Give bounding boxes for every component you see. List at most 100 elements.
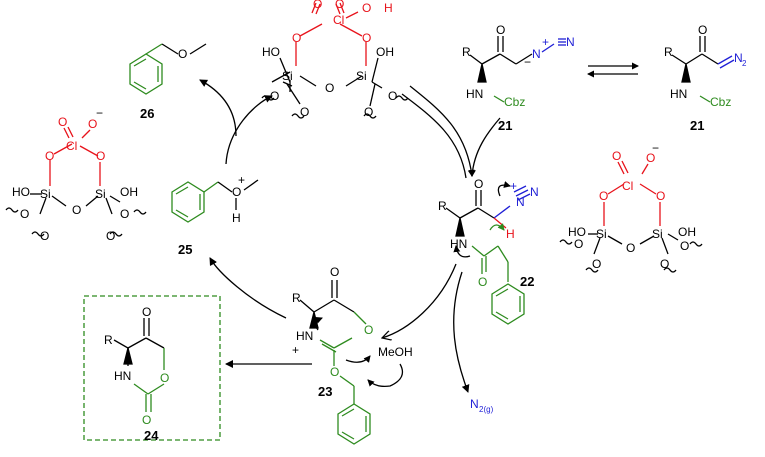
atom-o-top-10: O xyxy=(364,105,373,119)
atom-si-left-1: Si xyxy=(40,187,51,201)
catalytic-cycle-arrow-icon xyxy=(199,79,501,393)
atom-o-right-3: O xyxy=(599,189,608,203)
atom-ho-right: HO xyxy=(568,225,586,239)
atom-minus-right: − xyxy=(652,141,659,155)
atom-minus-left: − xyxy=(96,106,103,120)
product-box xyxy=(83,295,221,441)
atom-cl-left: Cl xyxy=(66,139,77,153)
atom-n2-21b-sub: 2 xyxy=(742,59,747,68)
atom-o-left-8: O xyxy=(40,229,49,243)
atom-r-24: R xyxy=(104,333,113,347)
atom-plus-23: + xyxy=(292,343,299,357)
catalyst-left xyxy=(5,126,147,237)
label-21-a: 21 xyxy=(498,118,512,133)
atom-o-top-2: O xyxy=(335,0,344,11)
label-22: 22 xyxy=(520,274,534,289)
compound-26 xyxy=(129,43,207,95)
atom-o-top-3: O xyxy=(362,1,371,15)
catalyst-right xyxy=(559,160,703,273)
atom-o-22-2: O xyxy=(478,275,487,289)
atom-o-top-7: O xyxy=(270,89,279,103)
atom-o-right-2: O xyxy=(646,151,655,165)
atom-oh-left: OH xyxy=(120,185,138,199)
atom-n-21a-1: N xyxy=(532,47,541,61)
atom-cbz-21b: Cbz xyxy=(710,95,731,109)
atom-hn-21a: HN xyxy=(466,87,483,101)
atom-o-right-8: O xyxy=(592,257,601,271)
atom-o-21b: O xyxy=(698,23,707,37)
compound-21-b xyxy=(671,36,735,103)
atom-o-24-3: O xyxy=(142,413,151,427)
atom-o-top-4: O xyxy=(292,31,301,45)
atom-si-right-2: Si xyxy=(652,227,663,241)
atom-o-left-1: O xyxy=(58,115,67,129)
compound-23 xyxy=(299,280,404,445)
atom-plus-25: + xyxy=(238,173,245,187)
label-25: 25 xyxy=(178,242,192,257)
atom-hn-21b: HN xyxy=(670,87,687,101)
label-26: 26 xyxy=(140,106,154,121)
atom-si-top-1: Si xyxy=(282,69,293,83)
equilibrium-arrow-icon xyxy=(587,62,639,78)
atom-si-left-2: Si xyxy=(95,187,106,201)
atom-oh-top: OH xyxy=(376,45,394,59)
atom-ho-left: HO xyxy=(12,185,30,199)
atom-o-right-9: O xyxy=(660,257,669,271)
atom-oh-right: OH xyxy=(678,225,696,239)
catalyst-top xyxy=(261,2,409,119)
atom-o-left-6: O xyxy=(20,207,29,221)
atom-hn-24: HN xyxy=(114,369,131,383)
atom-o-right-7: O xyxy=(680,239,689,253)
atom-o-26: O xyxy=(178,47,187,61)
compound-24 xyxy=(113,318,165,412)
atom-o-24: O xyxy=(142,305,151,319)
atom-n2-gas-sub: 2(g) xyxy=(479,405,494,414)
atom-minus-21a: − xyxy=(524,55,531,69)
atom-cbz-21a: Cbz xyxy=(504,95,525,109)
atom-o-right-6: O xyxy=(574,237,583,251)
label-21-b: 21 xyxy=(690,118,704,133)
atom-r-21a: R xyxy=(462,45,471,59)
atom-o-left-7: O xyxy=(120,207,129,221)
compound-21-a xyxy=(469,36,566,103)
atom-o-left-3: O xyxy=(45,149,54,163)
atom-si-top-2: Si xyxy=(356,69,367,83)
atom-h-top: H xyxy=(384,1,393,15)
atom-ho-top: HO xyxy=(262,45,280,59)
atom-n2-gas: N xyxy=(470,397,479,411)
atom-o-21a: O xyxy=(496,23,505,37)
atom-o-22: O xyxy=(474,177,483,191)
atom-cl-top: Cl xyxy=(333,13,344,27)
atom-o-left-9: O xyxy=(106,229,115,243)
atom-r-22: R xyxy=(438,199,447,213)
atom-hn-22: HN xyxy=(450,237,467,251)
atom-o-left-2: O xyxy=(88,117,97,131)
compound-22 xyxy=(445,181,531,325)
atom-h-25: H xyxy=(232,211,241,225)
atom-o-right-4: O xyxy=(656,189,665,203)
label-23: 23 xyxy=(318,384,332,399)
atom-o-right-1: O xyxy=(612,149,621,163)
atom-o-23: O xyxy=(330,265,339,279)
atom-h-22: H xyxy=(506,227,515,241)
atom-o-left-4: O xyxy=(96,149,105,163)
atom-n2-21b: N xyxy=(734,51,743,65)
atom-si-right-1: Si xyxy=(596,227,607,241)
atom-o-top-9: O xyxy=(300,105,309,119)
atom-o-25: O xyxy=(232,185,241,199)
atom-plus-21a: + xyxy=(542,35,549,49)
label-24: 24 xyxy=(144,428,159,443)
atom-o-23-2: O xyxy=(364,323,373,337)
atom-cl-right: Cl xyxy=(622,179,633,193)
compound-25 xyxy=(171,179,259,223)
atom-n-21a-2: N xyxy=(566,35,575,49)
atom-n-22-2: N xyxy=(530,185,539,199)
atom-plus-22: + xyxy=(510,179,517,193)
atom-o-left-5: O xyxy=(72,203,81,217)
atom-o-right-5: O xyxy=(626,241,635,255)
atom-o-23-3: O xyxy=(330,365,339,379)
atom-o-top-6: O xyxy=(325,81,334,95)
atom-r-21b: R xyxy=(664,45,673,59)
atom-n-22-1: N xyxy=(516,195,525,209)
